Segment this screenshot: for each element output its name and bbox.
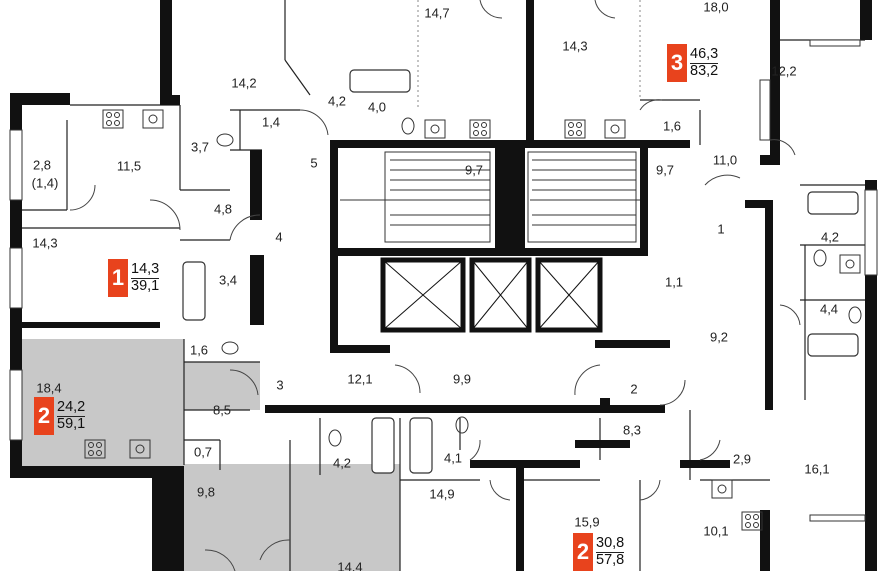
living-area: 30,8 [596,535,625,553]
room-label: 2,8 [32,157,52,173]
room-label: 2,9 [732,451,752,467]
highlighted-apartment [22,339,400,571]
room-label: 12,1 [347,371,373,387]
room-label: 1,1 [664,274,684,290]
room-label: 14,3 [562,38,588,54]
room-label: 4,2 [332,455,352,471]
room-label: 0,7 [193,444,213,460]
total-area: 57,8 [596,551,625,568]
room-label: 1 [717,221,725,237]
windows [9,39,878,522]
room-label: 4,4 [819,301,839,317]
apartment-areas: 14,3 39,1 [128,259,162,297]
room-label: 14,2 [231,75,257,91]
room-label: 2 [630,381,638,397]
apartment-badge[interactable]: 3 46,3 83,2 [667,44,721,82]
room-label: 4 [275,229,283,245]
staircases [340,151,640,243]
room-label: 4,2 [327,93,347,109]
doors [69,0,801,571]
bathtubs [182,69,859,474]
total-area: 83,2 [690,62,719,79]
apartment-rooms: 1 [108,259,128,297]
room-label: 14,9 [429,486,455,502]
apartment-areas: 24,2 59,1 [54,397,88,435]
room-label: 3,4 [218,272,238,288]
room-label: 4,8 [213,201,233,217]
room-label: 12,2 [771,63,797,79]
room-label: 9,8 [196,484,216,500]
room-label: 9,7 [655,162,675,178]
room-label: 5 [310,155,318,171]
room-label: 1,6 [189,342,209,358]
room-label: 8,3 [622,422,642,438]
total-area: 39,1 [131,277,160,294]
total-area: 59,1 [57,415,86,432]
room-label: 4,2 [820,229,840,245]
apartment-rooms: 2 [573,533,593,571]
room-label: 3,7 [190,139,210,155]
room-label: 10,1 [703,523,729,539]
apartment-areas: 30,8 57,8 [593,533,627,571]
room-label: 18,4 [36,380,62,396]
room-label: 15,9 [574,514,600,530]
room-label: 9,7 [464,162,484,178]
apartment-rooms: 2 [34,397,54,435]
apartment-badge[interactable]: 2 24,2 59,1 [34,397,88,435]
room-label: 8,5 [212,402,232,418]
room-label: 1,4 [261,114,281,130]
room-label: 3 [276,377,284,393]
room-label: 4,0 [367,99,387,115]
room-label: 9,2 [709,329,729,345]
dashed-lines [417,0,641,110]
apartment-areas: 46,3 83,2 [687,44,721,82]
apartment-rooms: 3 [667,44,687,82]
room-label: 14,7 [424,5,450,21]
living-area: 24,2 [57,399,86,417]
room-label: 11,0 [712,152,738,168]
room-label: (1,4) [31,175,59,191]
room-label: 14,3 [32,235,58,251]
room-label: 16,1 [804,461,830,477]
room-label: 9,9 [452,371,472,387]
room-label: 11,5 [116,158,142,174]
room-label: 18,0 [703,0,729,15]
fixtures [84,109,862,531]
apartment-badge[interactable]: 1 14,3 39,1 [108,259,162,297]
room-label: 14,4 [337,559,363,571]
living-area: 14,3 [131,261,160,279]
room-label: 1,6 [662,118,682,134]
elevator-shafts [380,257,603,333]
apartment-badge[interactable]: 2 30,8 57,8 [573,533,627,571]
living-area: 46,3 [690,46,719,64]
room-label: 4,1 [443,450,463,466]
